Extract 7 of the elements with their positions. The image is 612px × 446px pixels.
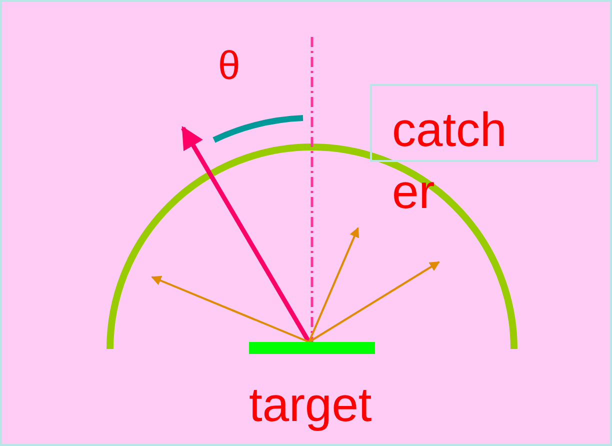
arrow <box>151 276 310 343</box>
target-label: target <box>249 378 372 434</box>
arrow <box>308 227 360 342</box>
catcher-label: catcher <box>392 103 508 221</box>
angle-label: θ <box>218 43 240 90</box>
arrow <box>181 126 311 344</box>
arrow <box>308 261 440 343</box>
